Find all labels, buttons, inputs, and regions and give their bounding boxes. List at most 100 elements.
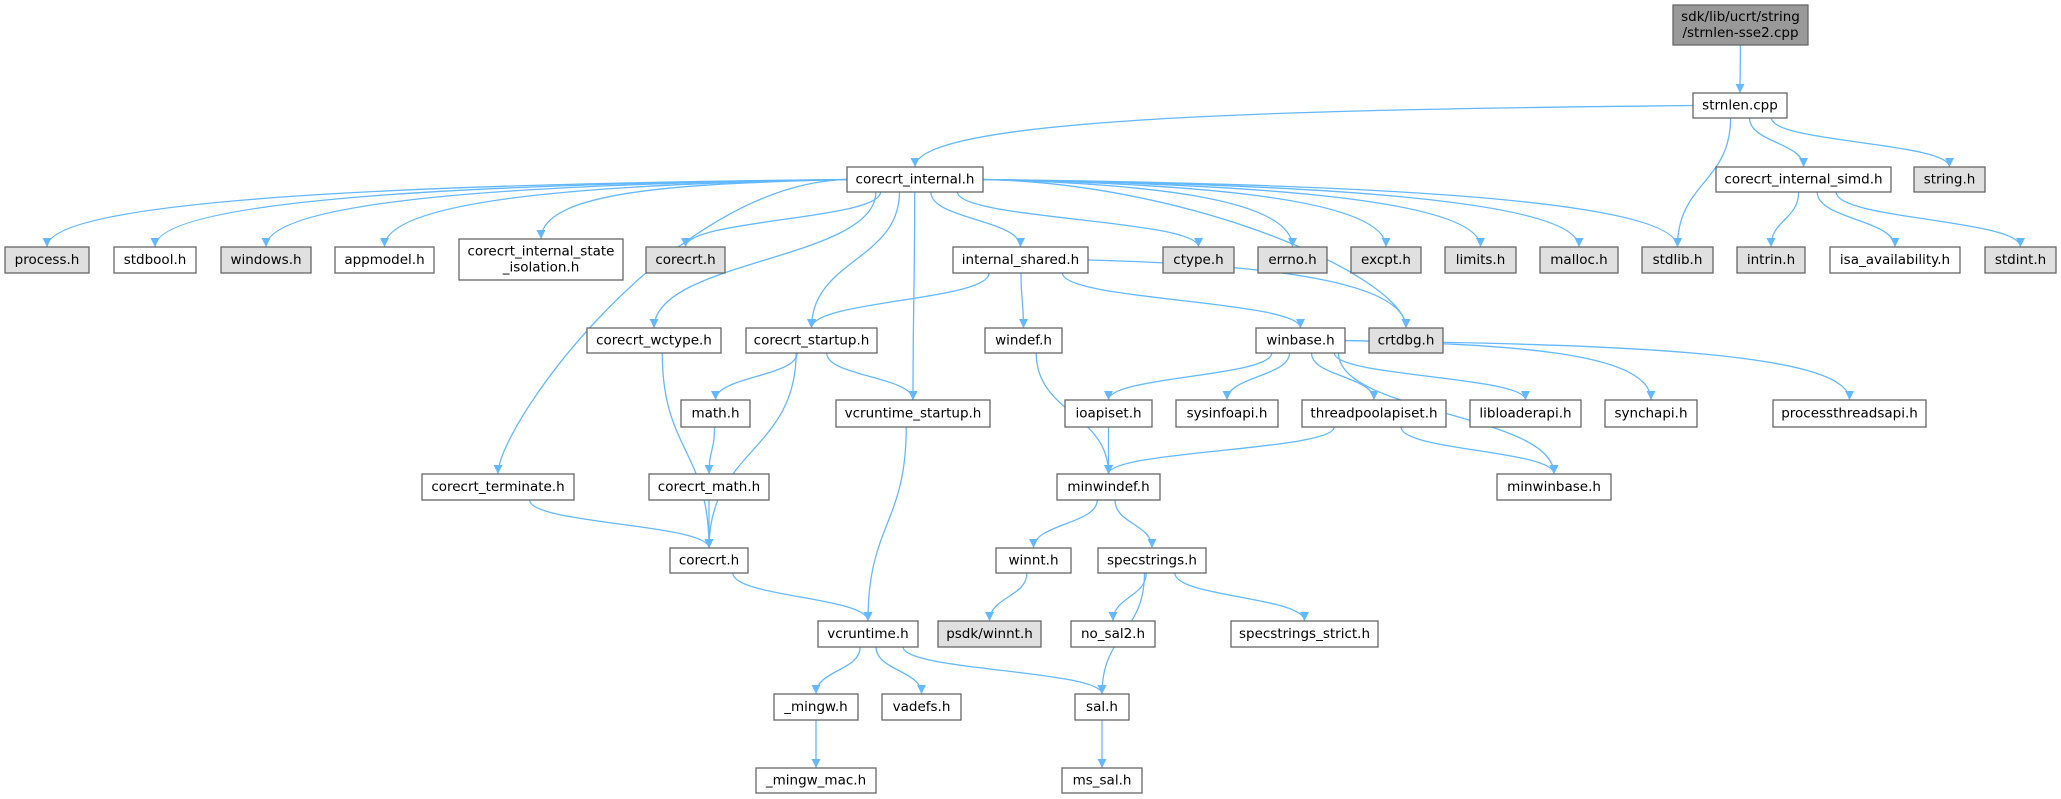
node-label: corecrt_internal_simd.h bbox=[1724, 172, 1882, 188]
edge-corecrt_internal-to-terminate bbox=[493, 178, 848, 475]
node-minwindef[interactable]: minwindef.h bbox=[1056, 473, 1161, 501]
node-errno[interactable]: errno.h bbox=[1257, 246, 1328, 274]
node-minwinbase[interactable]: minwinbase.h bbox=[1496, 473, 1612, 501]
node-box bbox=[835, 399, 991, 428]
node-ctype[interactable]: ctype.h bbox=[1162, 246, 1235, 274]
node-psdk_winnt[interactable]: psdk/winnt.h bbox=[937, 620, 1042, 648]
node-sysinfoapi[interactable]: sysinfoapi.h bbox=[1175, 399, 1279, 428]
node-isa[interactable]: isa_availability.h bbox=[1829, 246, 1961, 274]
edge-specstrings-to-specstrings_strict bbox=[1174, 572, 1309, 622]
node-box bbox=[645, 246, 726, 274]
node-malloc[interactable]: malloc.h bbox=[1539, 246, 1619, 274]
node-windef[interactable]: windef.h bbox=[984, 327, 1063, 354]
node-label: excpt.h bbox=[1361, 252, 1411, 268]
node-appmodel[interactable]: appmodel.h bbox=[334, 246, 435, 274]
node-box bbox=[755, 767, 877, 794]
node-label: process.h bbox=[15, 252, 80, 268]
node-strnlen[interactable]: strnlen.cpp bbox=[1692, 92, 1788, 119]
node-excpt[interactable]: excpt.h bbox=[1350, 246, 1422, 274]
node-box bbox=[1829, 246, 1961, 274]
node-box bbox=[817, 620, 919, 648]
node-specstrings_strict[interactable]: specstrings_strict.h bbox=[1230, 620, 1379, 648]
node-label: vcruntime_startup.h bbox=[845, 406, 982, 422]
node-label: limits.h bbox=[1456, 252, 1506, 268]
node-label: vcruntime.h bbox=[827, 626, 908, 642]
node-corecrt[interactable]: corecrt.h bbox=[669, 547, 749, 574]
node-state_isolation[interactable]: corecrt_internal_state_isolation.h bbox=[458, 238, 624, 281]
edge-winbase-to-processthreads bbox=[1344, 339, 1854, 401]
edge-strnlen-to-simd bbox=[1748, 117, 1808, 168]
node-box bbox=[1692, 92, 1788, 119]
nodes-layer: sdk/lib/ucrt/string/strnlen-sse2.cpp strn… bbox=[4, 4, 2057, 794]
node-terminate[interactable]: corecrt_terminate.h bbox=[421, 473, 575, 501]
node-box bbox=[458, 238, 624, 281]
edge-corecrt_internal-to-state_isolation bbox=[536, 178, 848, 240]
node-label: ms_sal.h bbox=[1073, 773, 1132, 789]
edge-internal_shared-to-crtdbg bbox=[1087, 259, 1411, 329]
node-corecrt_math[interactable]: corecrt_math.h bbox=[648, 473, 770, 501]
node-winnt[interactable]: winnt.h bbox=[995, 547, 1072, 574]
node-box bbox=[334, 246, 435, 274]
node-stdint[interactable]: stdint.h bbox=[1984, 246, 2057, 274]
node-label: ioapiset.h bbox=[1075, 406, 1141, 422]
edge-corecrt_internal-to-corecrt_gray bbox=[681, 191, 882, 248]
edge-wctype-to-corecrt bbox=[661, 352, 714, 549]
edge-corecrt_internal-to-malloc bbox=[982, 178, 1584, 248]
edge-corecrt_internal-to-ctype bbox=[956, 191, 1203, 248]
node-box bbox=[1074, 693, 1130, 721]
node-box bbox=[1061, 767, 1143, 794]
node-specstrings[interactable]: specstrings.h bbox=[1097, 547, 1207, 574]
node-startup[interactable]: corecrt_startup.h bbox=[745, 327, 878, 354]
node-threadpool[interactable]: threadpoolapiset.h bbox=[1301, 399, 1447, 428]
node-box bbox=[1469, 399, 1582, 428]
node-label: crtdbg.h bbox=[1378, 333, 1435, 349]
node-box bbox=[1772, 399, 1927, 428]
node-ms_sal[interactable]: ms_sal.h bbox=[1061, 767, 1143, 794]
node-processthreads[interactable]: processthreadsapi.h bbox=[1772, 399, 1927, 428]
node-stdbool[interactable]: stdbool.h bbox=[113, 246, 197, 274]
node-intrin[interactable]: intrin.h bbox=[1736, 246, 1806, 274]
node-limits[interactable]: limits.h bbox=[1444, 246, 1517, 274]
node-vcruntime[interactable]: vcruntime.h bbox=[817, 620, 919, 648]
node-libloader[interactable]: libloaderapi.h bbox=[1469, 399, 1582, 428]
node-corecrt_internal[interactable]: corecrt_internal.h bbox=[846, 166, 984, 193]
node-label: stdbool.h bbox=[124, 252, 187, 268]
node-vc_startup[interactable]: vcruntime_startup.h bbox=[835, 399, 991, 428]
node-process[interactable]: process.h bbox=[4, 246, 90, 274]
node-string[interactable]: string.h bbox=[1913, 166, 1986, 193]
node-crtdbg[interactable]: crtdbg.h bbox=[1368, 327, 1444, 354]
node-label: vadefs.h bbox=[893, 699, 951, 715]
node-label: isa_availability.h bbox=[1840, 252, 1950, 268]
node-root[interactable]: sdk/lib/ucrt/string/strnlen-sse2.cpp bbox=[1672, 4, 1809, 46]
node-mingw_mac[interactable]: _mingw_mac.h bbox=[755, 767, 877, 794]
node-math[interactable]: math.h bbox=[680, 399, 751, 428]
edge-winbase-to-threadpool bbox=[1310, 352, 1379, 401]
node-synchapi[interactable]: synchapi.h bbox=[1604, 399, 1698, 428]
node-corecrt_gray[interactable]: corecrt.h bbox=[645, 246, 726, 274]
node-label: windows.h bbox=[230, 252, 301, 268]
node-label: internal_shared.h bbox=[962, 252, 1079, 268]
node-box bbox=[648, 473, 770, 501]
edge-corecrt_internal-to-internal_shared bbox=[930, 191, 1025, 248]
node-simd[interactable]: corecrt_internal_simd.h bbox=[1715, 166, 1892, 193]
node-wctype[interactable]: corecrt_wctype.h bbox=[586, 327, 722, 354]
node-box bbox=[1230, 620, 1379, 648]
node-internal_shared[interactable]: internal_shared.h bbox=[952, 246, 1089, 274]
node-label: string.h bbox=[1924, 172, 1976, 188]
node-box bbox=[4, 246, 90, 274]
edge-winbase-to-sysinfoapi bbox=[1222, 352, 1291, 401]
edge-strnlen-to-stdlib bbox=[1673, 117, 1732, 248]
node-sal[interactable]: sal.h bbox=[1074, 693, 1130, 721]
node-mingw[interactable]: _mingw.h bbox=[773, 693, 859, 721]
node-no_sal2[interactable]: no_sal2.h bbox=[1070, 620, 1156, 648]
node-box bbox=[1444, 246, 1517, 274]
node-winbase[interactable]: winbase.h bbox=[1255, 327, 1346, 354]
node-box bbox=[220, 246, 312, 274]
node-label: winnt.h bbox=[1008, 553, 1058, 569]
node-stdlib[interactable]: stdlib.h bbox=[1641, 246, 1714, 274]
node-vadefs[interactable]: vadefs.h bbox=[881, 693, 962, 721]
edge-corecrt_internal-to-wctype bbox=[649, 191, 877, 329]
node-windows[interactable]: windows.h bbox=[220, 246, 312, 274]
node-ioapiset[interactable]: ioapiset.h bbox=[1064, 399, 1153, 428]
node-label: libloaderapi.h bbox=[1479, 406, 1571, 422]
